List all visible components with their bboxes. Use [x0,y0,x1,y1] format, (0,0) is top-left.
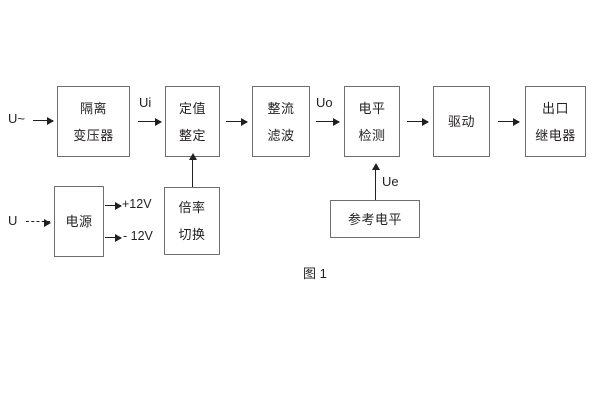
block-output-relay-line-1: 出口 [541,100,569,116]
rail-positive-arrow [105,201,122,210]
block-drive-line-1: 驱动 [447,114,475,129]
block-drive: 驱动 [433,86,490,157]
block-isolation-transformer-line-1: 隔离 [79,100,107,116]
block-output-relay-line-2: 继电器 [535,127,576,143]
block-isolation-transformer-line-2: 变压器 [73,127,114,143]
block-ratio-switching-line-1: 倍率 [178,200,206,215]
block-rectify-filter: 整流 滤波 [252,86,310,157]
ac-input-label: U~ [8,111,25,126]
block-setpoint-setting-line-1: 定值 [178,100,206,116]
setpoint-to-rectify-arrow [226,117,248,126]
uo-arrow [316,117,340,126]
rail-negative-label: - 12V [123,229,153,243]
block-level-detection-line-2: 检测 [358,127,386,143]
drive-to-output-relay-arrow [498,117,520,126]
dc-input-label: U [8,213,18,228]
ui-signal-label: Ui [139,95,152,110]
ue-signal-label: Ue [382,174,399,189]
uo-signal-label: Uo [316,95,333,110]
block-rectify-filter-line-1: 整流 [267,100,295,116]
block-level-detection: 电平 检测 [344,86,400,157]
ratio-switching-to-setpoint-arrow [188,153,197,187]
ac-input-arrow [33,116,54,125]
block-power-supply-line-1: 电源 [65,214,93,229]
figure-caption: 图 1 [303,266,327,281]
block-power-supply: 电源 [54,186,104,257]
dc-input-arrow [26,218,51,227]
block-reference-level: 参考电平 [330,200,420,238]
level-detection-to-drive-arrow [407,117,429,126]
block-level-detection-line-1: 电平 [358,100,386,116]
block-setpoint-setting-line-2: 整定 [178,127,206,143]
reference-level-to-level-detection-arrow [371,163,380,200]
block-ratio-switching-line-2: 切换 [178,227,206,242]
block-reference-level-line-1: 参考电平 [347,211,402,227]
block-ratio-switching: 倍率 切换 [164,187,220,255]
block-isolation-transformer: 隔离 变压器 [57,86,130,157]
block-setpoint-setting: 定值 整定 [165,86,220,157]
rail-negative-arrow [105,233,122,242]
block-output-relay: 出口 继电器 [525,86,586,157]
block-rectify-filter-line-2: 滤波 [267,127,295,143]
rail-positive-label: +12V [122,197,152,211]
ui-arrow [138,117,162,126]
